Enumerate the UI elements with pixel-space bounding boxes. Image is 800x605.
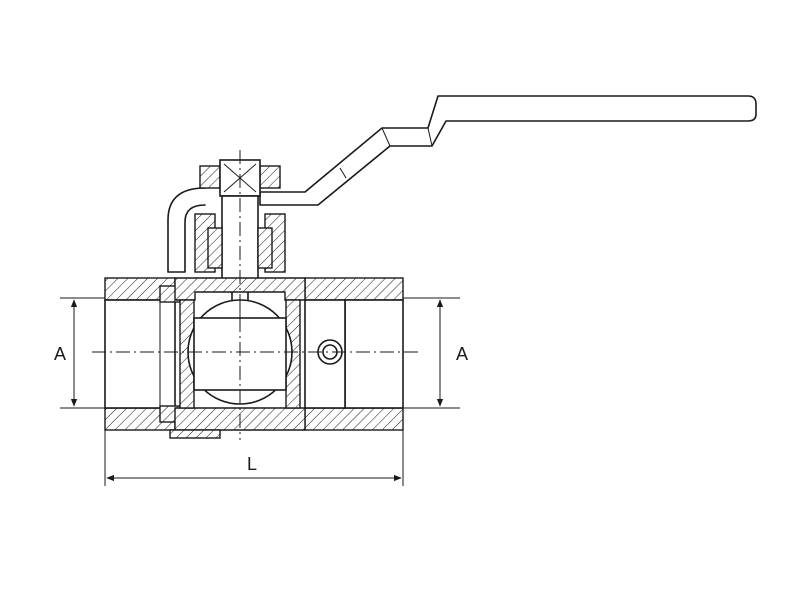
left-body-end <box>104 277 181 431</box>
dimension-label-a-right: A <box>456 344 468 364</box>
dimension-label-a-left: A <box>54 344 66 364</box>
dimension-a-left <box>60 297 105 409</box>
center-lines <box>92 150 420 440</box>
right-body-end <box>304 277 404 431</box>
dimension-l <box>104 430 404 486</box>
valve-body-center <box>169 277 306 439</box>
dimension-label-l: L <box>247 454 257 474</box>
dimension-a-right <box>403 297 460 409</box>
lever-handle <box>167 95 757 273</box>
